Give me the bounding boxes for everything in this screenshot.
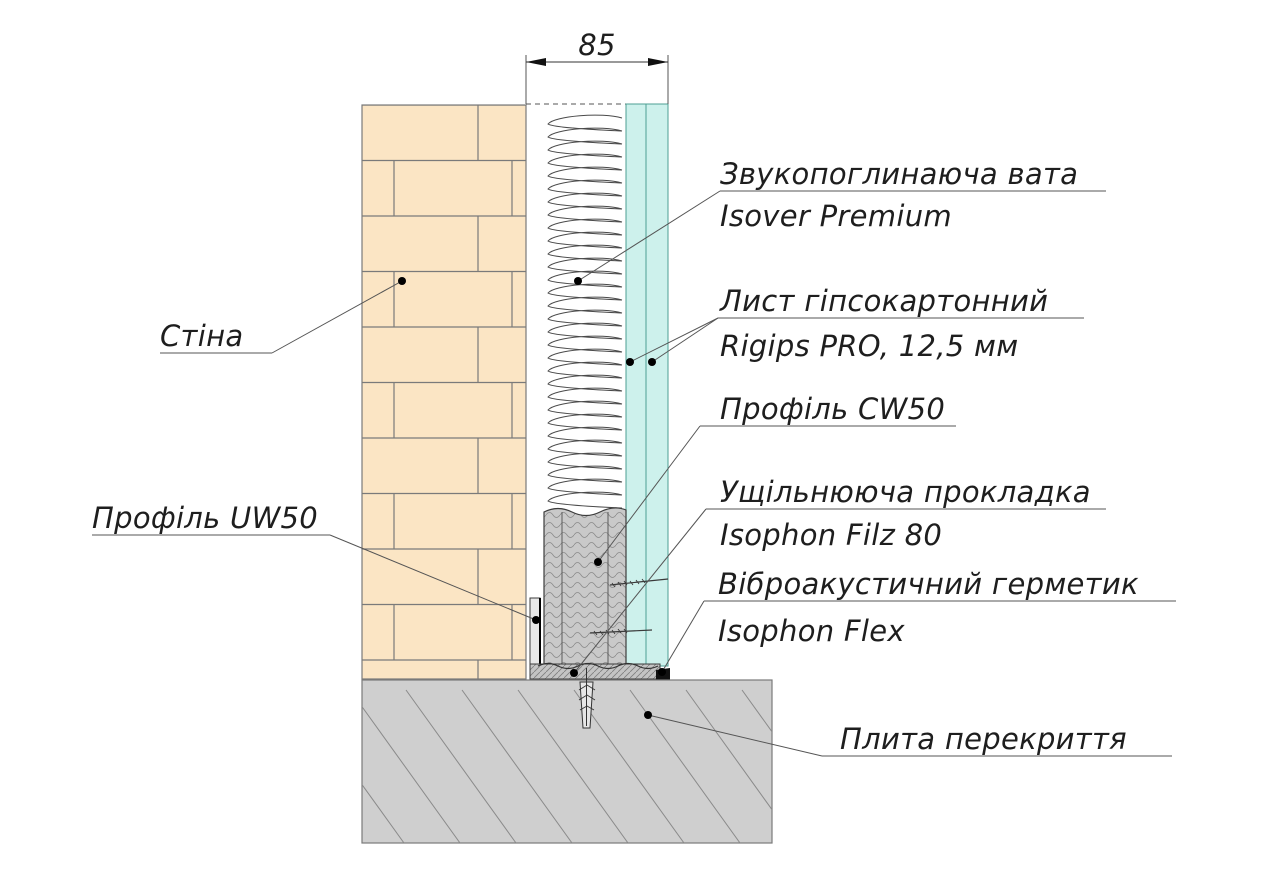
brick-wall	[361, 104, 527, 680]
label-cw-profile: Профіль CW50	[720, 392, 945, 426]
width-dimension: 85	[525, 28, 669, 104]
callout-cw-profile: Профіль CW50	[594, 392, 956, 566]
callout-wall: Стіна	[160, 277, 406, 354]
dimension-value: 85	[578, 28, 616, 62]
callout-wool: Звукопоглинаюча вата Isover Premium	[574, 157, 1106, 285]
anchor-dowel	[578, 668, 596, 729]
label-uw-profile: Профіль UW50	[92, 501, 318, 535]
label-seal-title: Ущільнююча прокладка	[720, 475, 1091, 509]
uw-profile	[529, 597, 541, 666]
partition-assembly	[526, 103, 670, 681]
label-seal-product: Isophon Filz 80	[720, 518, 942, 552]
callout-slab: Плита перекриття	[644, 711, 1172, 757]
label-wool-title: Звукопоглинаюча вата	[720, 157, 1078, 191]
callout-acoustic-sealant: Віброакустичний герметик Isophon Flex	[658, 567, 1176, 676]
label-wool-product: Isover Premium	[720, 199, 952, 233]
label-sealant-product: Isophon Flex	[718, 614, 905, 648]
floor-slab	[361, 668, 773, 844]
sealing-felt-strip	[529, 662, 661, 680]
callout-sealing-strip: Ущільнююча прокладка Isophon Filz 80	[570, 475, 1106, 677]
mineral-wool	[547, 114, 623, 509]
label-board-title: Лист гіпсокартонний	[719, 284, 1048, 318]
gypsum-boards	[625, 103, 669, 667]
callout-uw-profile: Профіль UW50	[92, 501, 540, 624]
label-board-product: Rigips PRO, 12,5 мм	[720, 329, 1018, 363]
cw-profile	[543, 507, 627, 666]
label-sealant-title: Віброакустичний герметик	[718, 567, 1139, 601]
callout-gypsum-board: Лист гіпсокартонний Rigips PRO, 12,5 мм	[626, 284, 1084, 366]
label-wall: Стіна	[160, 319, 243, 353]
label-slab: Плита перекриття	[840, 722, 1127, 756]
